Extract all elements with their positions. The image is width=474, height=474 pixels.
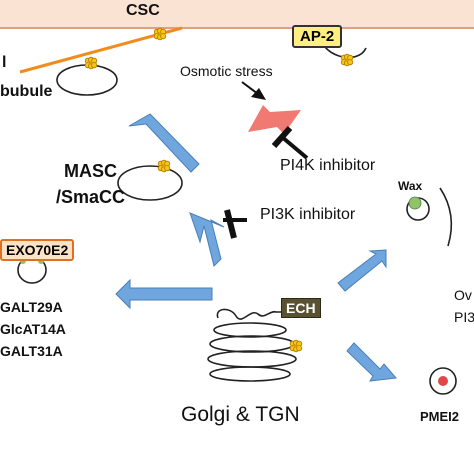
golgi-cisterna-top xyxy=(216,308,286,320)
smacc-label: /SmaCC xyxy=(56,187,126,207)
microtubule-label-line2: bubule xyxy=(0,83,53,100)
osmotic-stress-arrow xyxy=(241,81,259,95)
csc-label: CSC xyxy=(126,2,160,19)
ech-badge: ECH xyxy=(281,298,321,318)
golgi-tgn-label: Golgi & TGN xyxy=(181,403,300,426)
galt31a-label: GALT31A xyxy=(0,343,63,359)
masc-label: MASC xyxy=(64,161,117,181)
microtubule-vesicle xyxy=(56,64,118,96)
csc-complex-endocytic xyxy=(340,53,354,67)
wax-droplet xyxy=(408,196,422,210)
exo70e2-badge: EXO70E2 xyxy=(0,239,75,261)
csc-complex-membrane xyxy=(153,27,167,41)
pmei2-vesicle xyxy=(429,367,457,395)
pi4k-inhibition-bar xyxy=(271,126,293,148)
glcat14a-label: GlcAT14A xyxy=(0,321,66,337)
golgi-cisterna-2 xyxy=(213,322,287,338)
golgi-cisterna-5 xyxy=(209,366,291,382)
csc-complex-golgi xyxy=(289,339,303,353)
right-cell-outline xyxy=(439,187,453,247)
galt29a-label: GALT29A xyxy=(0,299,63,315)
pi4k-inhibitor-label: PI4K inhibitor xyxy=(280,157,376,174)
golgi-cisterna-4 xyxy=(207,350,297,368)
golgi-cisterna-3 xyxy=(209,335,295,353)
transport-arrow-to-exo70 xyxy=(115,278,213,310)
transport-arrow-to-microtubule xyxy=(128,113,200,173)
smacc-vesicle xyxy=(117,165,183,201)
osmotic-stress-label: Osmotic stress xyxy=(180,63,273,79)
ap2-badge: AP-2 xyxy=(292,25,343,48)
plasma-membrane xyxy=(0,0,474,28)
pi3k-inhibitor-label: PI3K inhibitor xyxy=(260,206,356,223)
csc-complex-vesicle xyxy=(84,56,98,70)
right-partial-label-1: Ov xyxy=(454,287,472,303)
pi4k-inhibition-stem xyxy=(280,135,309,160)
osmotic-stress-arrowhead xyxy=(251,88,266,100)
wax-label: Wax xyxy=(398,179,423,193)
transport-arrow-to-pmei2 xyxy=(346,342,397,382)
csc-complex-smacc xyxy=(157,159,171,173)
endocytosis-red-arrow xyxy=(248,105,301,134)
pmei2-cargo xyxy=(438,376,448,386)
transport-arrow-to-smacc xyxy=(189,212,225,267)
right-partial-label-2: PI3 xyxy=(454,309,474,325)
transport-arrow-to-wax xyxy=(337,249,387,292)
pmei2-label: PMEI2 xyxy=(420,409,460,424)
pi3k-inhibition-bar xyxy=(224,209,237,239)
microtubule-label-line1: l xyxy=(2,54,7,71)
